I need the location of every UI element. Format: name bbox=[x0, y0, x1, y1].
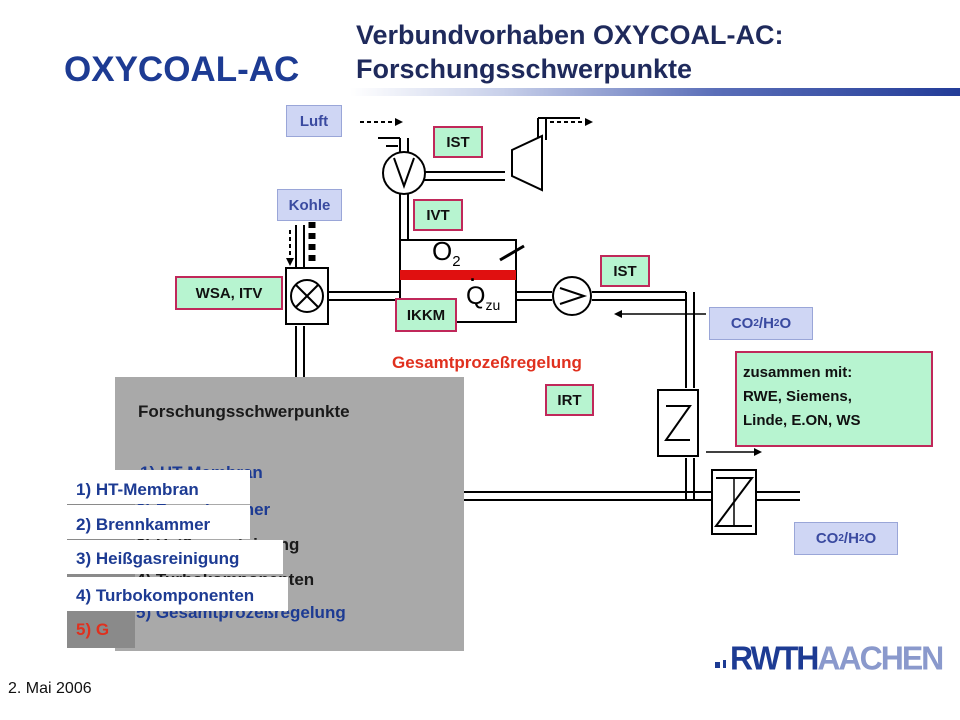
title-divider bbox=[350, 88, 960, 96]
label-luft: Luft bbox=[286, 105, 342, 137]
ghost-regelung: Gesamtprozeßregelung bbox=[392, 353, 582, 372]
rwth-logo-rwth: RWTH bbox=[730, 639, 819, 677]
rwth-logo: RWTHAACHEN bbox=[730, 639, 944, 678]
label-wsa-itv: WSA, ITV bbox=[175, 276, 283, 310]
label-kohle: Kohle bbox=[277, 189, 342, 221]
page-title-line1: Verbundvorhaben OXYCOAL-AC: bbox=[356, 20, 784, 50]
label-irt: IRT bbox=[545, 384, 594, 416]
label-ist-right: IST bbox=[600, 255, 650, 287]
list-item-1: 1) HT-Membran bbox=[76, 480, 199, 499]
partner-intro: zusammen mit: bbox=[743, 364, 853, 381]
list-item-5: 5) G bbox=[76, 620, 110, 639]
date: 2. Mai 2006 bbox=[8, 680, 92, 697]
logo-title: OXYCOAL-AC bbox=[64, 50, 300, 89]
overlay-heading: Forschungsschwerpunkte bbox=[138, 402, 350, 421]
page-title-line2: Forschungsschwerpunkte bbox=[356, 54, 693, 84]
rwth-logo-aachen: AACHEN bbox=[817, 639, 944, 677]
partner-line-1: RWE, Siemens, bbox=[743, 388, 852, 405]
o2-label: O2 bbox=[432, 236, 461, 271]
list-item-3-bg bbox=[67, 540, 283, 574]
list-item-4-bg bbox=[67, 577, 288, 611]
list-item-3: 3) Heißgasreinigung bbox=[76, 549, 240, 568]
logo-bar-small bbox=[715, 662, 720, 668]
label-ivt: IVT bbox=[413, 199, 463, 231]
label-ikkm: IKKM bbox=[395, 298, 457, 332]
membrane-bar bbox=[400, 270, 516, 280]
label-ist-top: IST bbox=[433, 126, 483, 158]
page-title: Verbundvorhaben OXYCOAL-AC: Forschungssc… bbox=[356, 18, 784, 86]
list-item-1-bg bbox=[67, 470, 250, 504]
logo-bar-small-2 bbox=[723, 660, 726, 668]
partner-line-2: Linde, E.ON, WS bbox=[743, 412, 861, 429]
list-item-2: 2) Brennkammer bbox=[76, 515, 211, 534]
list-item-2-bg bbox=[67, 505, 250, 539]
partner-box: zusammen mit: RWE, Siemens, Linde, E.ON,… bbox=[735, 351, 933, 447]
q-dot: · bbox=[470, 270, 476, 290]
list-item-4: 4) Turbokomponenten bbox=[76, 586, 255, 605]
heat-flow-label: Qzu bbox=[466, 282, 501, 313]
